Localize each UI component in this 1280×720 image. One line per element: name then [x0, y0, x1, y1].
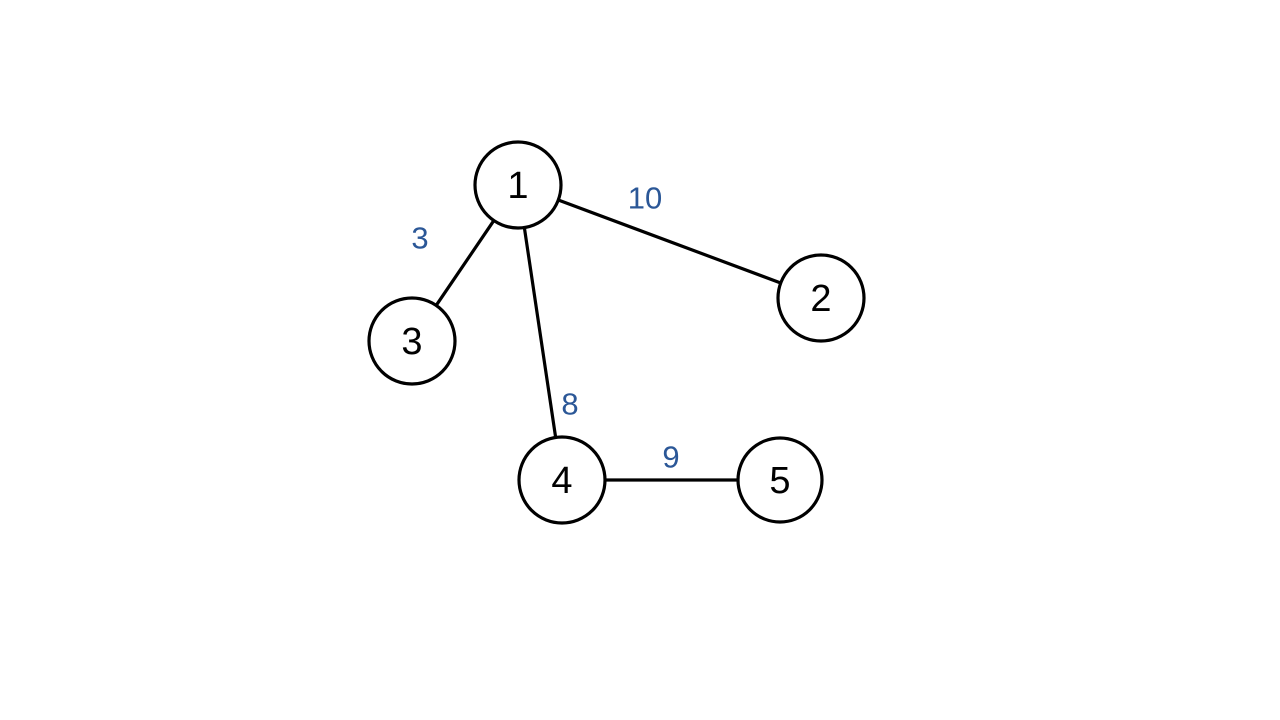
node-1-circle[interactable]: [473, 140, 563, 230]
edge-1-4[interactable]: [522, 225, 558, 440]
node-5-circle[interactable]: [736, 436, 824, 524]
node-2-label: 2: [810, 278, 831, 320]
edge-weights-layer: 3 10 8 9: [411, 181, 679, 475]
node-4-circle[interactable]: [517, 435, 607, 525]
edge-1-2[interactable]: [556, 198, 783, 285]
node-4[interactable]: 4: [517, 435, 607, 525]
nodes-layer: 1 2 3 4 5: [367, 140, 866, 525]
edge-weight-1-3: 3: [411, 221, 428, 256]
node-4-label: 4: [551, 460, 572, 502]
node-5-label: 5: [769, 460, 790, 502]
edge-weight-1-4: 8: [561, 387, 578, 422]
node-1[interactable]: 1: [473, 140, 563, 230]
node-3-circle[interactable]: [367, 296, 457, 386]
edges-layer: [434, 198, 783, 482]
edge-weight-4-5: 9: [662, 440, 679, 475]
node-3[interactable]: 3: [367, 296, 457, 386]
node-3-label: 3: [401, 321, 422, 363]
edge-1-3[interactable]: [434, 218, 496, 308]
node-2-circle[interactable]: [776, 253, 866, 343]
node-1-label: 1: [507, 165, 528, 207]
node-2[interactable]: 2: [776, 253, 866, 343]
edge-weight-1-2: 10: [628, 181, 662, 216]
node-5[interactable]: 5: [736, 436, 824, 524]
